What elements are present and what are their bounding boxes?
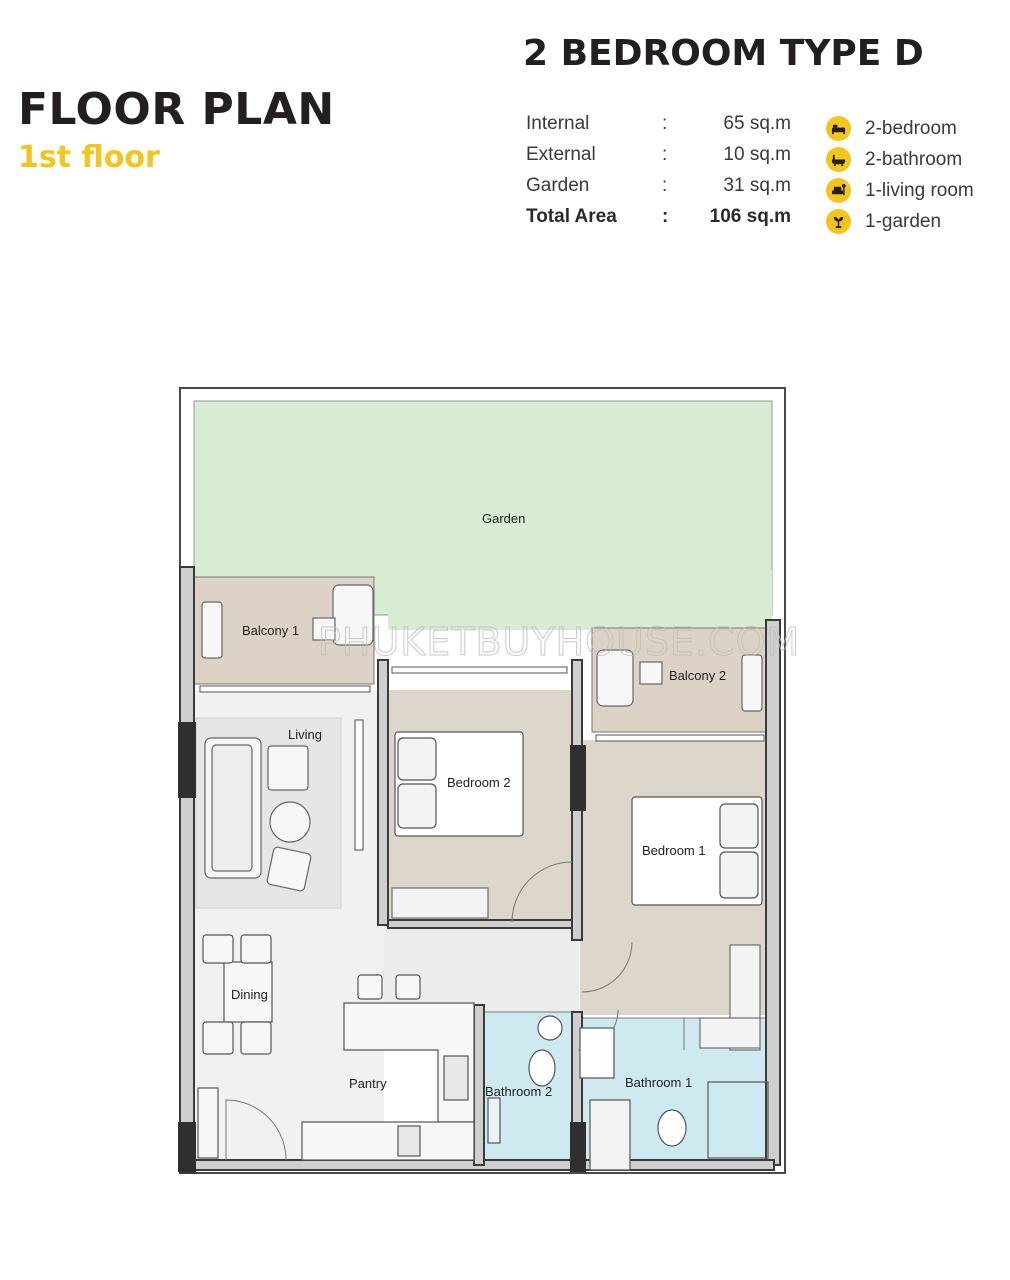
sliding-doors xyxy=(199,666,765,742)
room-label-pantry: Pantry xyxy=(349,1076,387,1091)
feature-bedroom: 2-bedroom xyxy=(826,113,974,144)
feature-label: 1-living room xyxy=(865,179,974,201)
area-separator: : xyxy=(662,175,668,196)
living-furniture xyxy=(204,719,364,892)
bed-icon xyxy=(826,116,851,141)
area-value: 10 sq.m xyxy=(723,144,791,165)
area-label: Total Area xyxy=(526,206,617,227)
area-value: 31 sq.m xyxy=(723,175,791,196)
balcony-furniture xyxy=(201,584,763,712)
room-label-bathroom1: Bathroom 1 xyxy=(625,1075,692,1090)
area-row-external: External : 10 sq.m xyxy=(526,144,816,175)
room-label-bedroom2: Bedroom 2 xyxy=(447,775,511,790)
feature-label: 1-garden xyxy=(865,210,942,232)
room-label-garden: Garden xyxy=(482,511,525,526)
area-label: Internal xyxy=(526,113,590,134)
area-label: Garden xyxy=(526,175,590,196)
wardrobes xyxy=(391,887,761,1051)
unit-type-title: 2 BEDROOM TYPE D xyxy=(523,33,924,74)
feature-label: 2-bedroom xyxy=(865,117,957,139)
sofa-icon xyxy=(826,178,851,203)
feature-living: 1-living room xyxy=(826,175,974,206)
area-row-internal: Internal : 65 sq.m xyxy=(526,113,816,144)
beds xyxy=(394,731,763,906)
pantry-furniture xyxy=(197,974,475,1161)
floor-subtitle: 1st floor xyxy=(18,140,160,175)
structural-columns xyxy=(178,722,586,1172)
area-row-garden: Garden : 31 sq.m xyxy=(526,175,816,206)
area-separator: : xyxy=(662,113,668,134)
garden-area-lower xyxy=(388,570,772,630)
feature-list: 2-bedroom 2-bathroom 1-living room 1-gar… xyxy=(826,113,974,237)
room-label-bathroom2: Bathroom 2 xyxy=(485,1084,552,1099)
room-label-balcony1: Balcony 1 xyxy=(242,623,299,638)
area-value: 106 sq.m xyxy=(709,206,791,227)
room-label-balcony2: Balcony 2 xyxy=(669,668,726,683)
area-value: 65 sq.m xyxy=(723,113,791,134)
feature-label: 2-bathroom xyxy=(865,148,963,170)
bathtub-icon xyxy=(826,147,851,172)
room-label-dining: Dining xyxy=(231,987,268,1002)
watermark-text: PHUKETBUYHOUSE.COM xyxy=(318,620,800,664)
plant-icon xyxy=(826,209,851,234)
area-separator: : xyxy=(662,206,669,227)
bathroom-fixtures xyxy=(487,1015,769,1171)
area-table: Internal : 65 sq.m External : 10 sq.m Ga… xyxy=(526,113,816,237)
walls xyxy=(179,566,781,1174)
page-title: FLOOR PLAN xyxy=(18,84,335,135)
feature-bathroom: 2-bathroom xyxy=(826,144,974,175)
room-label-bedroom1: Bedroom 1 xyxy=(642,843,706,858)
area-row-total: Total Area : 106 sq.m xyxy=(526,206,816,237)
area-separator: : xyxy=(662,144,668,165)
area-label: External xyxy=(526,144,596,165)
dining-furniture xyxy=(202,934,273,1055)
room-label-living: Living xyxy=(288,727,322,742)
feature-garden: 1-garden xyxy=(826,206,974,237)
